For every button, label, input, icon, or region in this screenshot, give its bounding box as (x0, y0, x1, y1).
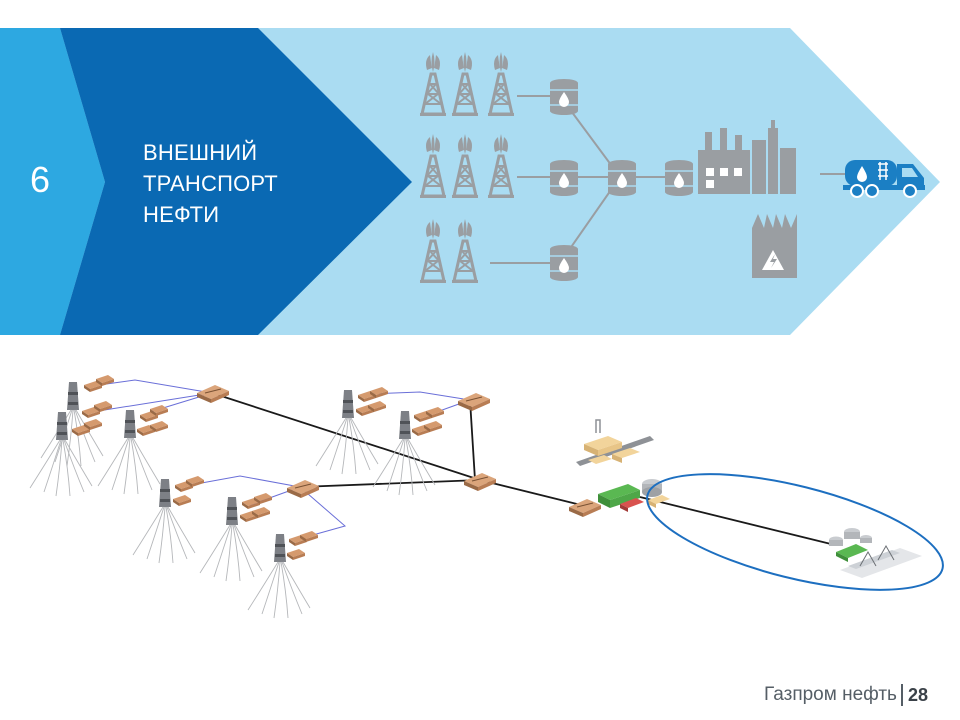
section-banner (0, 28, 940, 335)
banner-dark-band (60, 28, 412, 335)
company-name: Газпром нефть (764, 684, 897, 705)
well-cluster (29, 381, 436, 619)
section-title: ВНЕШНИЙ ТРАНСПОРТ НЕФТИ (143, 137, 343, 230)
section-title-line: НЕФТИ (143, 202, 220, 227)
page-number: 28 (907, 684, 928, 705)
section-number: 6 (29, 159, 51, 200)
power-plant-icon (752, 214, 797, 278)
tanker-truck-icon (843, 160, 925, 198)
refinery-icon (698, 120, 796, 194)
footer: Газпром нефть 28 (764, 682, 928, 708)
section-title-line: ВНЕШНИЙ (143, 140, 258, 165)
section-title-line: ТРАНСПОРТ (143, 171, 278, 196)
footer-divider (900, 684, 903, 706)
oil-field-network-diagram (29, 375, 944, 619)
banner-mid-band (0, 28, 105, 335)
wellhead-pads (72, 375, 444, 560)
export-terminal (829, 528, 922, 578)
oil-treatment-plant (598, 479, 670, 512)
export-terminal-highlight (646, 473, 944, 591)
camp-settlement (576, 419, 654, 466)
